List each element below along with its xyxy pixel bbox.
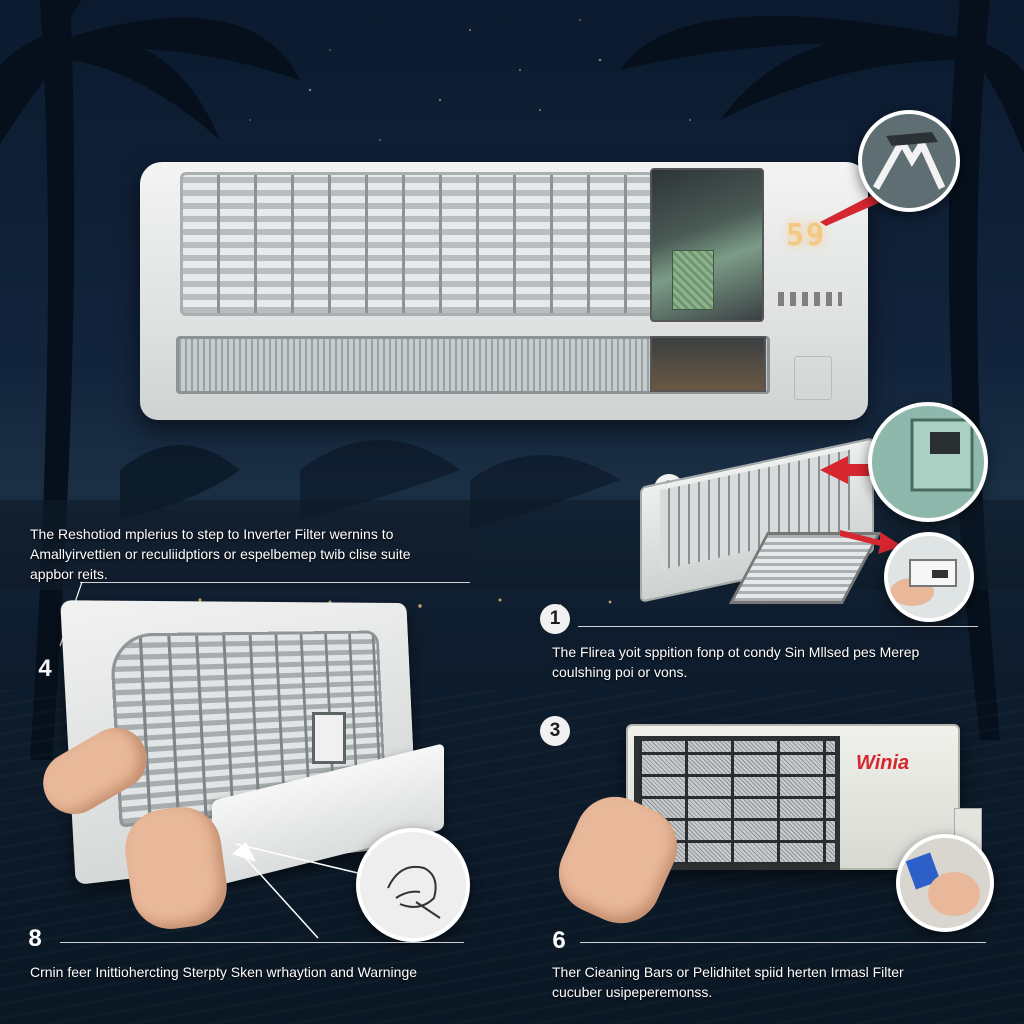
intro-line: appbor reits. [30, 566, 108, 582]
step-4-badge: 4 [38, 655, 52, 682]
step-6-line: cucuber usipeperemonss. [552, 984, 713, 1000]
intro-background [0, 510, 470, 590]
step-8-line: Crnin feer Inittiohercting Sterpty Sken … [30, 964, 418, 980]
step-1-badge: 1 [540, 604, 570, 634]
installation-tool-icon [858, 110, 960, 212]
step-1-divider [578, 626, 978, 627]
step-3-badge: 3 [540, 716, 570, 746]
intro-divider [80, 582, 470, 583]
brand-logo: Winia [856, 752, 910, 774]
step-6-badge: 6 [552, 927, 566, 954]
step-1-text: The Flirea yoit sppition fonp ot condy S… [552, 642, 992, 682]
lower-internals [650, 336, 766, 392]
circuit-board [672, 250, 714, 310]
intro-text: The Reshotiod mplerius to step to Invert… [30, 524, 470, 584]
filter-latch [312, 712, 346, 764]
intro-line: The Reshotiod mplerius to step to Invert… [30, 526, 394, 542]
step-1-line: coulshing poi or vons. [552, 664, 688, 680]
blue-clip-icon [896, 834, 994, 932]
step-1-line: The Flirea yoit sppition fonp ot condy S… [552, 644, 920, 660]
step-6-text: Ther Cieaning Bars or Pelidhitet spiid h… [552, 962, 992, 1002]
step-2-arrow-bottom [840, 530, 902, 554]
front-filter-grille [180, 172, 654, 316]
step-6-line: Ther Cieaning Bars or Pelidhitet spiid h… [552, 964, 904, 980]
step-8-text: Crnin feer Inittiohercting Sterpty Sken … [30, 962, 470, 982]
night-sky-stars [219, 19, 691, 141]
intro-line: Amallyirvettien or reculiidptiors or esp… [30, 546, 411, 562]
step-2-arrow-top [820, 456, 896, 484]
step-6-divider [580, 942, 986, 943]
filter-compartment-icon [868, 402, 988, 522]
step-8-divider [60, 942, 464, 943]
step-4-pointer-lines [232, 842, 363, 939]
unit-control-buttons [778, 292, 842, 306]
callout-pointer-arrow [820, 190, 890, 226]
step-8-badge: 8 [28, 925, 42, 952]
temperature-display: 59 [786, 218, 827, 253]
side-vent-panel [794, 356, 832, 400]
filter-tab-icon [884, 532, 974, 622]
hand-wiping-icon [356, 828, 470, 942]
